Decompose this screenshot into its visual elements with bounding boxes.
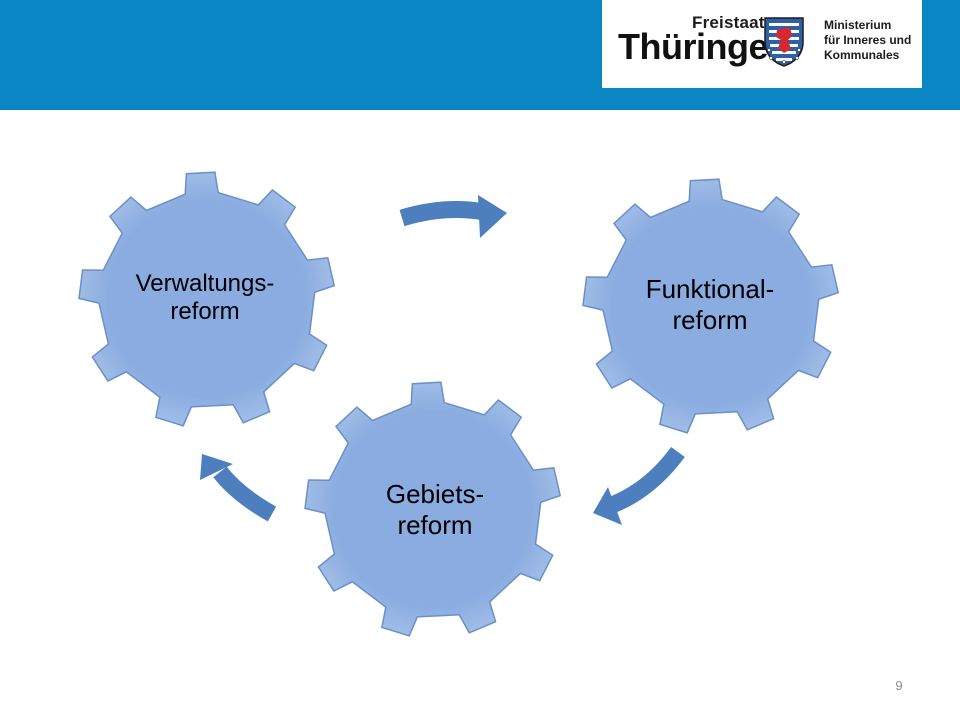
node-label-verwaltung: Verwaltungs- reform (95, 248, 315, 348)
coat-of-arms-icon (764, 17, 804, 67)
arrow-head (593, 487, 622, 525)
node-label-line: Funktional- (645, 274, 775, 304)
logo-ministry-line: Ministerium (824, 18, 892, 32)
logo-thueringen: Thüringen (618, 26, 790, 67)
logo-freistaat: Freistaat (692, 13, 765, 32)
logo-ministry-line: Kommunales (824, 48, 900, 62)
arrow-verwaltung-to-funktional (399, 195, 507, 238)
node-label-line: Verwaltungs- (135, 270, 275, 297)
node-label-funktional: Funktional- reform (605, 255, 815, 355)
arrow-shaft (213, 466, 277, 522)
gear-verwaltung (78, 171, 336, 427)
node-label-line: Gebiets- (385, 479, 485, 509)
ministry-logo: Freistaat Thüringen Ministerium für Inne… (602, 0, 922, 88)
node-label-line: reform (170, 298, 240, 325)
arrow-head (200, 454, 233, 480)
arrow-gebiet-to-verwaltung (200, 454, 277, 522)
arrow-head (478, 195, 507, 238)
logo-ministry-text: Ministerium für Inneres und Kommunales (824, 18, 911, 63)
node-label-line: reform (672, 305, 748, 335)
node-label-line: reform (397, 510, 473, 540)
gear-funktional (582, 178, 840, 434)
page-number: 9 (895, 678, 903, 693)
gear-gebiet (304, 381, 562, 637)
node-label-gebiet: Gebiets- reform (335, 460, 535, 560)
arrow-funktional-to-gebiet (593, 446, 685, 525)
logo-ministry-line: für Inneres und (824, 33, 912, 47)
arrow-shaft (608, 446, 685, 513)
arrow-shaft (399, 201, 486, 227)
